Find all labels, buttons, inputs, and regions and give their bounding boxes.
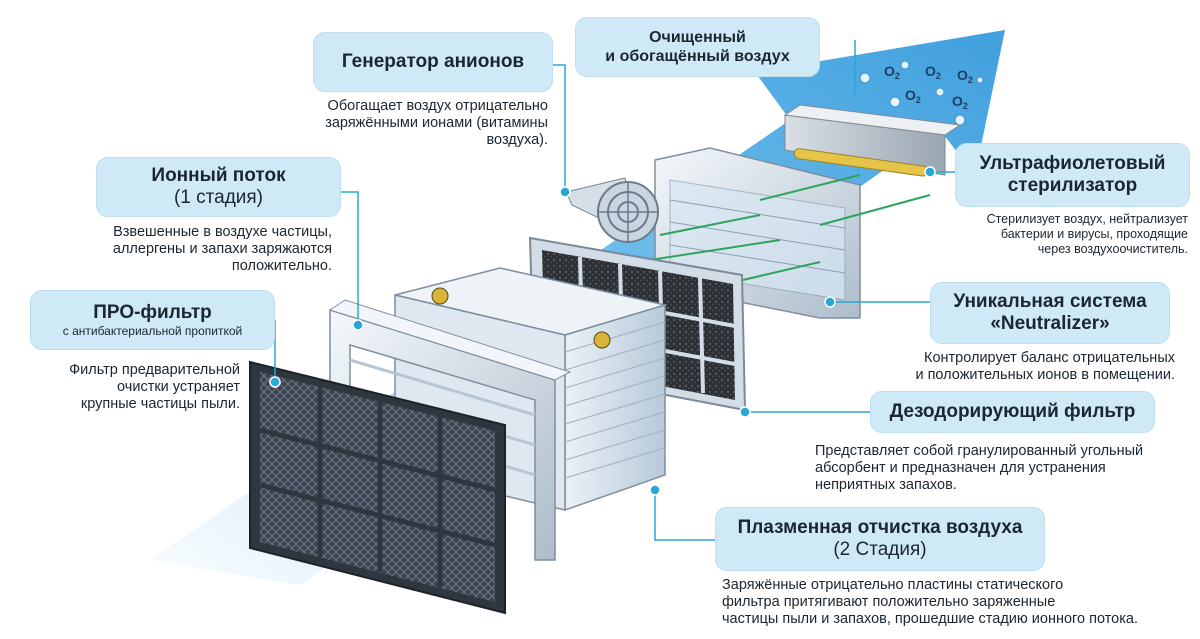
anion-generator-label: Генератор анионов <box>313 32 553 92</box>
anion-generator-title: Генератор анионов <box>313 51 553 73</box>
pro-filter-title: ПРО-фильтр <box>30 302 275 324</box>
ion-flow-description: Взвешенные в воздухе частицы, аллергены … <box>60 224 332 275</box>
desc-line: Заряжённые отрицательно пластины статиче… <box>722 577 1192 594</box>
desc-line: Взвешенные в воздухе частицы, <box>60 224 332 241</box>
clean-air-title-line1: Очищенный <box>575 28 820 47</box>
plasma-cleaning-description: Заряжённые отрицательно пластины статиче… <box>722 577 1192 628</box>
desc-line: Представляет собой гранулированный уголь… <box>815 443 1195 460</box>
desc-line: и положительных ионов в помещении. <box>870 367 1175 384</box>
clean-air-label: Очищенный и обогащённый воздух <box>575 17 820 77</box>
deodorizing-filter-label: Дезодорирующий фильтр <box>870 391 1155 433</box>
desc-line: заряжёнными ионами (витамины <box>258 115 548 132</box>
desc-line: очистки устраняет <box>20 379 240 396</box>
uv-sterilizer-label: Ультрафиолетовый стерилизатор <box>955 143 1190 207</box>
desc-line: крупные частицы пыли. <box>20 396 240 413</box>
pro-filter-description: Фильтр предварительной очистки устраняет… <box>20 362 240 413</box>
uv-sterilizer-title-line1: Ультрафиолетовый <box>955 153 1190 175</box>
neutralizer-title-line1: Уникальная система <box>930 291 1170 313</box>
pro-filter-label: ПРО-фильтр с антибактериальной пропиткой <box>30 290 275 350</box>
deodorizing-filter-description: Представляет собой гранулированный уголь… <box>815 443 1195 494</box>
desc-line: фильтра притягивают положительно заряжен… <box>722 594 1192 611</box>
anion-generator-description: Обогащает воздух отрицательно заряжённым… <box>258 98 548 149</box>
anion-generator <box>566 178 658 242</box>
desc-line: Стерилизует воздух, нейтрализует <box>930 212 1188 227</box>
ion-flow-title: Ионный поток <box>96 165 341 187</box>
desc-line: абсорбент и предназначен для устранения <box>815 460 1195 477</box>
desc-line: Фильтр предварительной <box>20 362 240 379</box>
plasma-cleaning-subtitle: (2 Стадия) <box>715 539 1045 561</box>
desc-line: аллергены и запахи заряжаются <box>60 241 332 258</box>
desc-line: положительно. <box>60 258 332 275</box>
desc-line: через воздухоочиститель. <box>930 242 1188 257</box>
neutralizer-description: Контролирует баланс отрицательных и поло… <box>870 350 1175 384</box>
desc-line: частицы пыли и запахов, прошедшие стадию… <box>722 611 1192 628</box>
uv-sterilizer-title-line2: стерилизатор <box>955 175 1190 197</box>
neutralizer-label: Уникальная система «Neutralizer» <box>930 282 1170 344</box>
deodorizing-filter-title: Дезодорирующий фильтр <box>870 401 1155 423</box>
plasma-cleaning-title: Плазменная отчистка воздуха <box>715 517 1045 539</box>
ion-flow-label: Ионный поток (1 стадия) <box>96 157 341 217</box>
desc-line: Контролирует баланс отрицательных <box>870 350 1175 367</box>
desc-line: бактерии и вирусы, проходящие <box>930 227 1188 242</box>
ion-flow-subtitle: (1 стадия) <box>96 187 341 209</box>
desc-line: Обогащает воздух отрицательно <box>258 98 548 115</box>
clean-air-title-line2: и обогащённый воздух <box>575 47 820 66</box>
uv-sterilizer-description: Стерилизует воздух, нейтрализует бактери… <box>930 212 1188 257</box>
desc-line: воздуха). <box>258 132 548 149</box>
desc-line: неприятных запахов. <box>815 477 1195 494</box>
neutralizer-title-line2: «Neutralizer» <box>930 313 1170 335</box>
plasma-cleaning-label: Плазменная отчистка воздуха (2 Стадия) <box>715 507 1045 571</box>
pro-filter-subtitle: с антибактериальной пропиткой <box>30 324 275 338</box>
